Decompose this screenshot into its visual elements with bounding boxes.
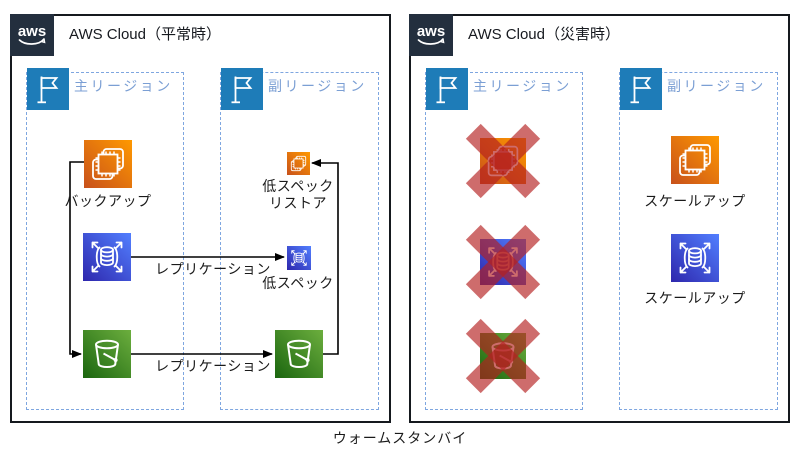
low-spec-restore-label: 低スペック リストア — [223, 178, 373, 212]
region-flag-icon — [27, 68, 69, 110]
rds-database-icon — [671, 234, 719, 282]
replication-db-label: レプリケーション — [155, 261, 271, 277]
region-flag-icon — [221, 68, 263, 110]
primary-region-label: 主リージョン — [74, 78, 173, 94]
ec2-instance-icon — [84, 140, 132, 188]
ec2-instance-icon — [671, 136, 719, 184]
failure-x-icon — [465, 318, 541, 394]
ec2-instance-small-icon — [287, 152, 310, 175]
panel-title-normal: AWS Cloud（平常時） — [69, 26, 221, 43]
region-flag-icon — [426, 68, 468, 110]
aws-cloud-normal-panel: aws AWS Cloud（平常時） 主リージョン 副リージョン — [10, 14, 391, 423]
failure-x-icon — [465, 224, 541, 300]
backup-label: バックアップ — [64, 193, 152, 209]
s3-bucket-icon — [275, 330, 323, 378]
failure-x-icon — [465, 123, 541, 199]
low-spec-restore-line2: リストア — [269, 195, 327, 211]
s3-bucket-icon — [83, 330, 131, 378]
secondary-region-label: 副リージョン — [667, 78, 766, 94]
primary-region-box — [26, 72, 184, 410]
svg-text:aws: aws — [18, 23, 46, 40]
primary-region-label: 主リージョン — [473, 78, 572, 94]
svg-text:aws: aws — [417, 23, 445, 40]
secondary-region-label: 副リージョン — [268, 78, 367, 94]
aws-logo-icon: aws — [10, 14, 54, 56]
rds-database-icon — [83, 233, 131, 281]
diagram-caption: ウォームスタンバイ — [332, 430, 468, 446]
secondary-region-box — [619, 72, 778, 410]
region-flag-icon — [620, 68, 662, 110]
replication-s3-label: レプリケーション — [155, 358, 271, 374]
panel-title-disaster: AWS Cloud（災害時） — [468, 26, 620, 43]
rds-database-small-icon — [287, 246, 311, 270]
secondary-region-box — [220, 72, 379, 410]
scale-up-ec2-label: スケールアップ — [644, 193, 746, 209]
aws-cloud-disaster-panel: aws AWS Cloud（災害時） 主リージョン 副リージョン — [409, 14, 790, 423]
aws-logo-icon: aws — [409, 14, 453, 56]
low-spec-restore-line1: 低スペック — [262, 178, 334, 194]
primary-region-box — [425, 72, 583, 410]
scale-up-db-label: スケールアップ — [644, 290, 746, 306]
low-spec-db-label: 低スペック — [262, 275, 334, 291]
